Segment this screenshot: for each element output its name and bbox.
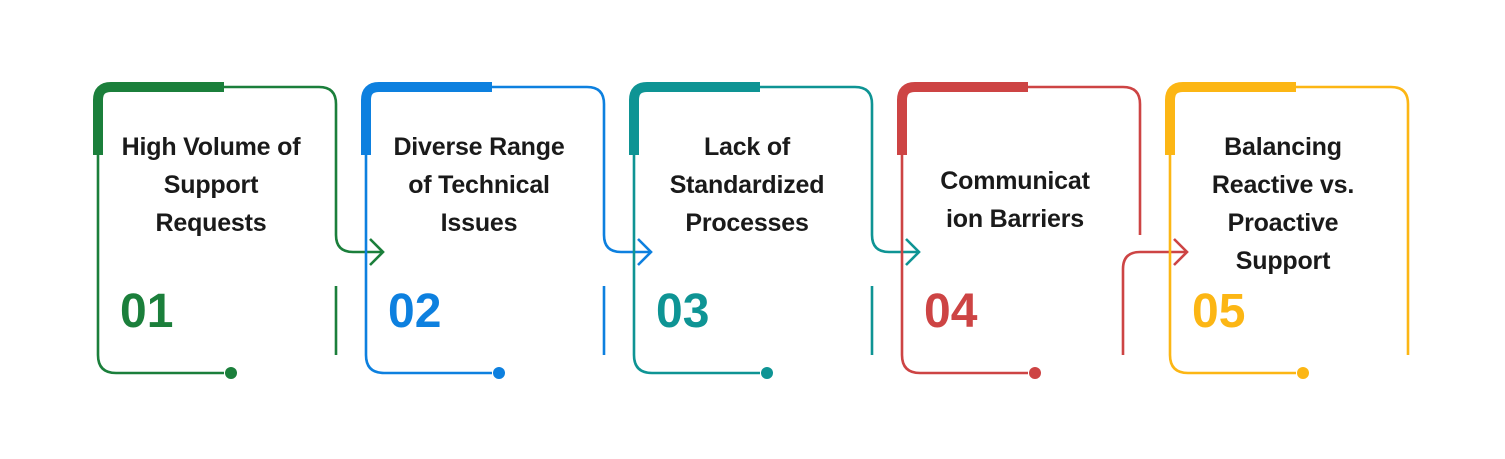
step-card-01[interactable]: High Volume of Support Requests 01 [84,0,385,459]
end-dot-01 [225,367,237,379]
step-frame-02 [361,82,653,379]
step-frame-04 [897,82,1189,379]
step-title-04: Communicat ion Barriers [940,167,1090,233]
arrow-head-04 [1173,238,1189,266]
arrow-head-01 [369,238,385,266]
step-card-05[interactable]: Balancing Reactive vs. Proactive Support… [1156,0,1426,459]
step-frame-01 [93,82,385,379]
step-title-03: Lack of Standardized Processes [669,133,825,237]
step-number-02: 02 [388,285,442,338]
arrow-head-03 [905,238,921,266]
end-dot-02 [493,367,505,379]
step-card-03[interactable]: Lack of Standardized Processes 03 [620,0,921,459]
step-card-04[interactable]: Communicat ion Barriers 04 [888,0,1189,459]
step-title-02: Diverse Range of Technical Issues [393,133,565,237]
step-number-01: 01 [120,285,174,338]
step-number-03: 03 [656,285,710,338]
end-dot-05 [1297,367,1309,379]
step-frame-03 [629,82,921,379]
end-dot-04 [1029,367,1041,379]
step-title-01: High Volume of Support Requests [121,133,301,237]
step-number-05: 05 [1192,285,1246,338]
step-title-05: Balancing Reactive vs. Proactive Support [1211,133,1355,275]
step-frame-05 [1165,82,1410,379]
end-dot-03 [761,367,773,379]
step-card-02[interactable]: Diverse Range of Technical Issues 02 [352,0,653,459]
arrow-head-02 [637,238,653,266]
step-number-04: 04 [924,285,978,338]
